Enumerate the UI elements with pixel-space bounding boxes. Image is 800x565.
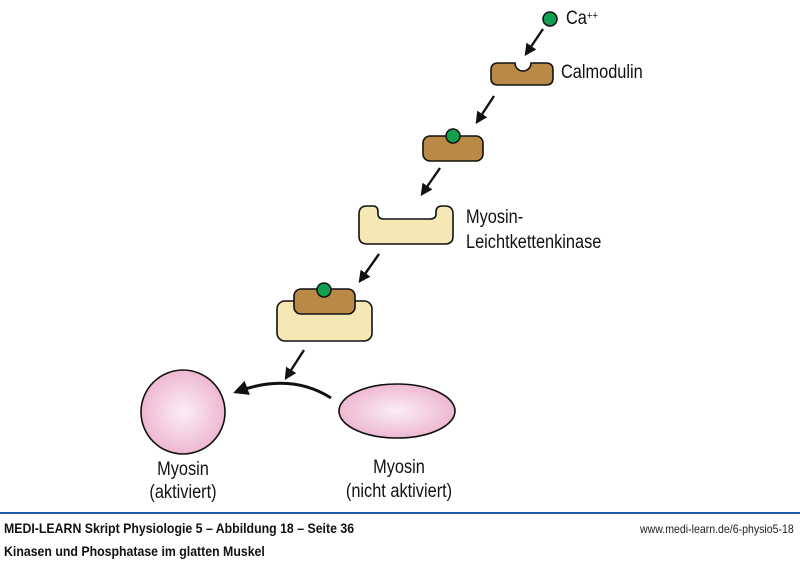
calcium-ion-in-complex (316, 282, 332, 298)
calcium-symbol: Ca (566, 8, 587, 29)
myosin-activated-shape (140, 369, 226, 455)
signaling-diagram (140, 11, 558, 455)
myosin-activated-label-line2: (aktiviert) (149, 482, 217, 503)
footer-subtitle: Kinasen und Phosphatase im glatten Muske… (4, 543, 265, 559)
kinase-label-line2: Leichtkettenkinase (466, 232, 602, 253)
arrow-complex-to-kinase (420, 167, 441, 196)
arrow-calmodulin-to-complex (475, 95, 496, 125)
calcium-charge: ++ (586, 10, 598, 22)
footer-divider (0, 512, 800, 514)
kinase-label-line1: Myosin- (466, 207, 524, 228)
activation-arrow (233, 380, 332, 400)
calmodulin-shape (490, 62, 554, 86)
calcium-label: Ca++ (566, 7, 598, 31)
footer-url[interactable]: www.medi-learn.de/6-physio5-18 (640, 522, 794, 536)
footer-title: MEDI-LEARN Skript Physiologie 5 – Abbild… (4, 520, 355, 536)
arrow-kinase-to-full-complex (358, 253, 380, 283)
myosin-inactive-label-line1: Myosin (373, 457, 425, 478)
calcium-ion (542, 11, 558, 27)
myosin-light-chain-kinase-shape (358, 205, 454, 245)
myosin-activated-label-line1: Myosin (157, 459, 209, 480)
calcium-ion-bound (445, 128, 461, 144)
calmodulin-label: Calmodulin (561, 62, 643, 83)
myosin-inactive-label-line2: (nicht aktiviert) (345, 481, 453, 502)
myosin-inactive-shape (338, 383, 456, 439)
arrow-ca-to-calmodulin (524, 28, 544, 56)
arrow-complex-to-activation (284, 349, 306, 381)
